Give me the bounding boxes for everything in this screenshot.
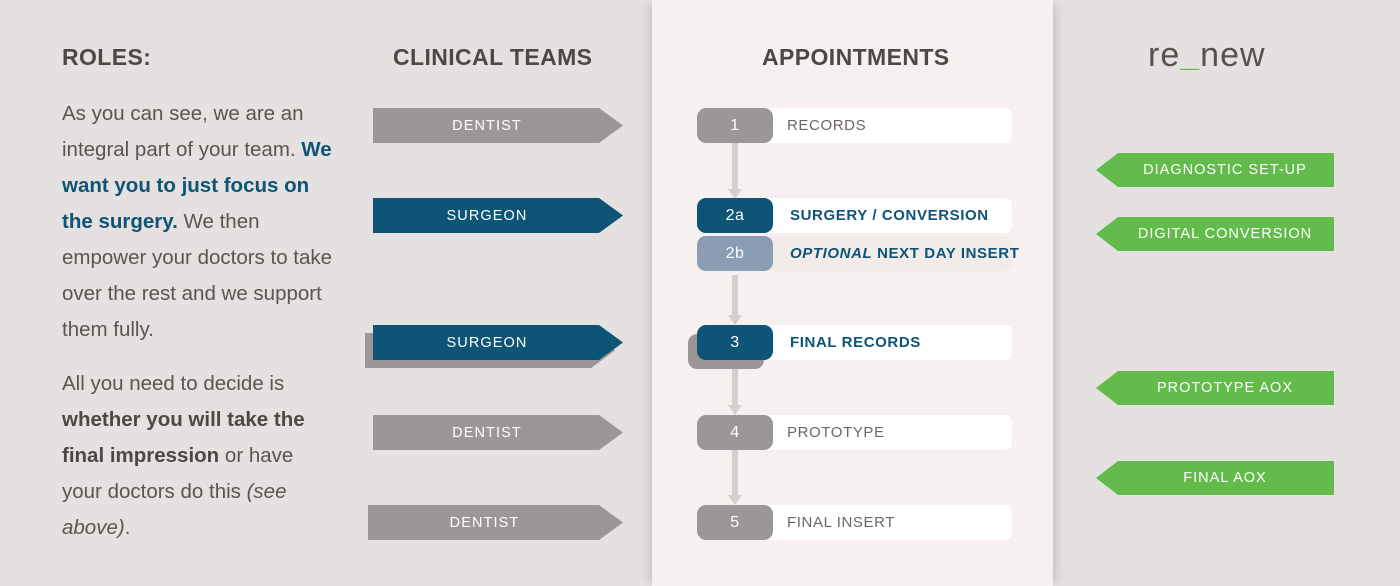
appointment-badge-2b[interactable]: 2b	[697, 236, 773, 271]
roles-p2-lead: All you need to decide is	[62, 372, 285, 395]
clinical-team-arrow-dentist-1[interactable]: DENTIST	[373, 108, 623, 143]
renew-service-label: PROTOTYPE AOX	[1156, 380, 1294, 396]
connector-1-to-2	[728, 143, 742, 199]
appointment-label-5: FINAL INSERT	[787, 505, 895, 540]
clinical-team-arrow-surgeon-2[interactable]: SURGEON	[373, 325, 623, 360]
clinical-team-arrow-dentist-2[interactable]: DENTIST	[373, 415, 623, 450]
logo-suffix: new	[1200, 36, 1266, 74]
appointment-number: 5	[730, 513, 740, 531]
roles-p2-end: .	[124, 516, 131, 539]
renew-service-arrow-final-aox[interactable]: FINAL AOX	[1096, 461, 1334, 495]
connector-3-to-4	[728, 360, 742, 415]
clinical-team-arrow-dentist-3[interactable]: DENTIST	[368, 505, 623, 540]
appointment-label-text: FINAL RECORDS	[790, 334, 921, 351]
roles-description: As you can see, we are an integral part …	[62, 96, 334, 564]
appointment-label-text: FINAL INSERT	[787, 514, 896, 531]
appointment-badge-5[interactable]: 5	[697, 505, 773, 540]
clinical-team-arrow-surgeon-1[interactable]: SURGEON	[373, 198, 623, 233]
renew-service-arrow-diagnostic-set-up[interactable]: DIAGNOSTIC SET-UP	[1096, 153, 1334, 187]
roles-paragraph-2: All you need to decide is whether you wi…	[62, 366, 334, 546]
appointment-number: 4	[730, 423, 740, 441]
appointment-number: 2b	[725, 244, 745, 262]
appointment-label-1: RECORDS	[787, 108, 866, 143]
clinical-team-label: SURGEON	[446, 207, 528, 224]
appointment-badge-1[interactable]: 1	[697, 108, 773, 143]
roles-p1-accent: We want you to just focus on the surgery…	[62, 138, 332, 233]
appointment-number: 2a	[725, 206, 745, 224]
roles-paragraph-1: As you can see, we are an integral part …	[62, 96, 334, 348]
page-title-clinical-teams: CLINICAL TEAMS	[393, 44, 593, 70]
appointment-label-text: RECORDS	[787, 117, 867, 134]
appointment-label-3: FINAL RECORDS	[790, 325, 921, 360]
logo-prefix: re	[1148, 36, 1181, 74]
appointments-panel-background	[652, 0, 1053, 586]
appointment-badge-3[interactable]: 3	[697, 325, 773, 360]
appointment-label-text: PROTOTYPE	[787, 424, 885, 441]
roles-p2-bold: whether you will take the final impressi…	[62, 408, 305, 467]
appointment-label-2b: OPTIONAL NEXT DAY INSERT	[790, 236, 1019, 271]
renew-service-arrow-digital-conversion[interactable]: DIGITAL CONVERSION	[1096, 217, 1334, 251]
appointment-badge-2a[interactable]: 2a	[697, 198, 773, 233]
logo-underscore-icon: _	[1180, 36, 1201, 74]
roles-p2-italic: (see above)	[62, 480, 287, 539]
clinical-team-label: DENTIST	[449, 514, 520, 531]
renew-service-arrow-prototype-aox[interactable]: PROTOTYPE AOX	[1096, 371, 1334, 405]
clinical-team-label: DENTIST	[452, 117, 522, 134]
page-title-roles: ROLES:	[62, 44, 152, 70]
appointment-label-2a: SURGERY / CONVERSION	[790, 198, 989, 233]
appointment-label-text: NEXT DAY INSERT	[877, 245, 1020, 262]
appointment-optional-prefix: OPTIONAL	[790, 245, 873, 262]
connector-4-to-5	[728, 450, 742, 505]
roles-p1-lead: As you can see, we are an integral part …	[62, 102, 304, 161]
renew-logo: re_new	[1148, 36, 1266, 75]
renew-service-label: FINAL AOX	[1183, 470, 1267, 486]
appointment-label-text: SURGERY / CONVERSION	[790, 207, 989, 224]
roles-p2-mid: or have your doctors do this	[62, 444, 294, 503]
appointment-label-4: PROTOTYPE	[787, 415, 885, 450]
page-title-appointments: APPOINTMENTS	[762, 44, 950, 70]
clinical-team-label: DENTIST	[452, 424, 522, 441]
appointment-number: 3	[730, 333, 740, 351]
connector-2-to-3	[728, 275, 742, 325]
clinical-team-label: SURGEON	[446, 334, 528, 351]
renew-service-label: DIGITAL CONVERSION	[1137, 226, 1313, 242]
appointment-number: 1	[730, 116, 740, 134]
roles-p1-tail: We then empower your doctors to take ove…	[62, 210, 333, 341]
appointment-badge-4[interactable]: 4	[697, 415, 773, 450]
renew-service-label: DIAGNOSTIC SET-UP	[1143, 162, 1307, 178]
